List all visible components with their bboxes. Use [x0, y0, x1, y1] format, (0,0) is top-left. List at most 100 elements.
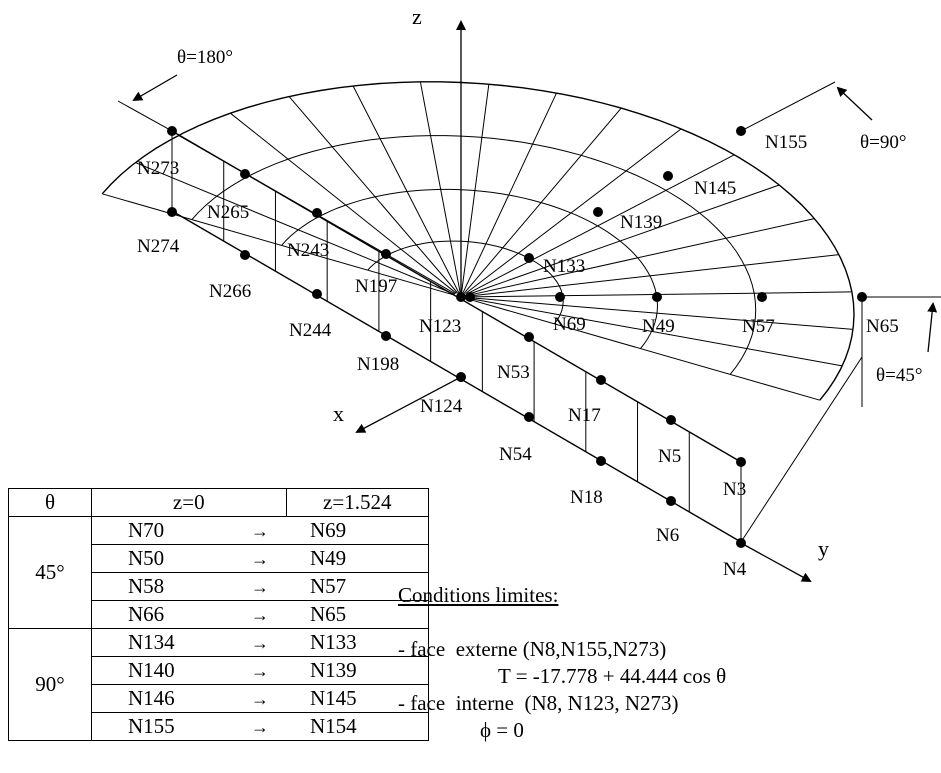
theta-180-extension [117, 100, 173, 132]
node-label: N6 [656, 525, 679, 546]
table-header-row: θ z=0 z=1.524 [8, 488, 429, 517]
table-row: 90° N134 → N133 [8, 628, 429, 741]
node-label: N124 [420, 396, 463, 417]
table-row: N58 → N57 [9, 572, 429, 601]
node-label: N139 [620, 212, 662, 233]
node-label: N243 [287, 240, 329, 261]
node-label: N266 [209, 281, 251, 302]
node-label: N244 [289, 320, 332, 341]
mesh-node [652, 292, 662, 302]
node-label: N57 [742, 316, 775, 337]
cell-z0: N70 [91, 516, 234, 545]
node-label: N53 [497, 362, 530, 383]
node-label: N133 [543, 256, 585, 277]
mesh-node [666, 415, 676, 425]
mesh-line [135, 162, 455, 295]
node-label: N155 [765, 132, 807, 153]
mesh-line [468, 254, 839, 297]
mesh-node [312, 289, 322, 299]
mesh-node [596, 375, 606, 385]
theta-45-label: θ=45° [876, 365, 922, 386]
node-label: N54 [499, 444, 532, 465]
condition-line: - face interne (N8, N123, N273) [398, 691, 679, 715]
mesh-line [102, 193, 454, 296]
cell-z1524: N49 [286, 544, 429, 573]
boundary-conditions-title: Conditions limites: [398, 583, 559, 607]
mesh-line [463, 107, 622, 294]
mesh-line [419, 81, 461, 293]
condition-formula: ϕ = 0 [480, 718, 524, 742]
mesh-node [757, 292, 767, 302]
mesh-node [465, 292, 475, 302]
cell-z1524: N154 [286, 712, 429, 741]
mesh-node [736, 457, 746, 467]
node-label: N65 [866, 316, 899, 337]
mesh-node [596, 456, 606, 466]
arrow-icon: → [234, 712, 286, 741]
boundary-conditions: Conditions limites: - face externe (N8,N… [398, 582, 726, 744]
theta-90-label: θ=90° [860, 132, 906, 153]
mesh-node [381, 331, 391, 341]
cell-z1524: N145 [286, 684, 429, 713]
mesh-line [468, 297, 843, 367]
node-label: N265 [207, 202, 249, 223]
mesh-node [240, 169, 250, 179]
arrow-icon: → [234, 628, 286, 657]
node-label: N4 [723, 559, 747, 580]
cell-z1524: N69 [286, 516, 429, 545]
mesh-node [524, 253, 534, 263]
mesh-line [468, 298, 820, 401]
x-axis [355, 376, 462, 433]
mesh-line [462, 92, 557, 294]
header-z0: z=0 [91, 488, 287, 517]
theta-90-arrow [836, 86, 873, 121]
mesh-node [524, 332, 534, 342]
arrow-icon: → [234, 516, 286, 545]
theta-90-extension [740, 81, 836, 132]
table-row: N50 → N49 [9, 544, 429, 573]
node-label: N274 [137, 236, 180, 257]
mesh-node [381, 249, 391, 259]
mesh-grid [101, 81, 863, 543]
node-label: N198 [357, 354, 399, 375]
y-axis-label: y [818, 536, 829, 561]
arrow-icon: → [234, 572, 286, 601]
mesh-line [352, 85, 460, 294]
cell-z0: N146 [91, 684, 234, 713]
table-row: N155 → N154 [9, 712, 429, 741]
arrow-icon: → [234, 600, 286, 629]
cell-z0: N66 [91, 600, 234, 629]
mesh-node [663, 171, 673, 181]
mesh-line [467, 218, 815, 296]
node-label: N273 [137, 158, 179, 179]
node-label: N3 [723, 479, 746, 500]
mesh-node [167, 207, 177, 217]
mesh-line [466, 154, 735, 295]
condition-line: - face externe (N8,N155,N273) [398, 637, 667, 661]
theta-90-cell: 90° [8, 628, 92, 741]
node-label: N145 [694, 178, 736, 199]
cell-z1524: N57 [286, 572, 429, 601]
theta-45-cell: 45° [8, 516, 92, 629]
mesh-node [240, 250, 250, 260]
cell-z1524: N65 [286, 600, 429, 629]
z-axis-label: z [412, 4, 422, 29]
node-mapping-table: θ z=0 z=1.524 45° N70 → N69 N50 → N49 N5… [8, 488, 429, 741]
mesh-node [312, 208, 322, 218]
arrow-icon: → [234, 544, 286, 573]
node-label: N49 [642, 316, 675, 337]
theta-45-arrow [927, 302, 938, 353]
cell-z0: N58 [91, 572, 234, 601]
mesh-line [461, 84, 490, 293]
x-axis-label: x [333, 401, 344, 426]
mesh-node [666, 496, 676, 506]
node-label: N69 [553, 314, 586, 335]
mesh-line [468, 297, 854, 330]
mesh-node [593, 207, 603, 217]
table-row: N66 → N65 [9, 600, 429, 629]
mesh-arc [191, 135, 757, 375]
arrow-icon: → [234, 684, 286, 713]
node-label: N17 [568, 405, 601, 426]
condition-formula: T = -17.778 + 44.444 cos θ [498, 664, 727, 688]
